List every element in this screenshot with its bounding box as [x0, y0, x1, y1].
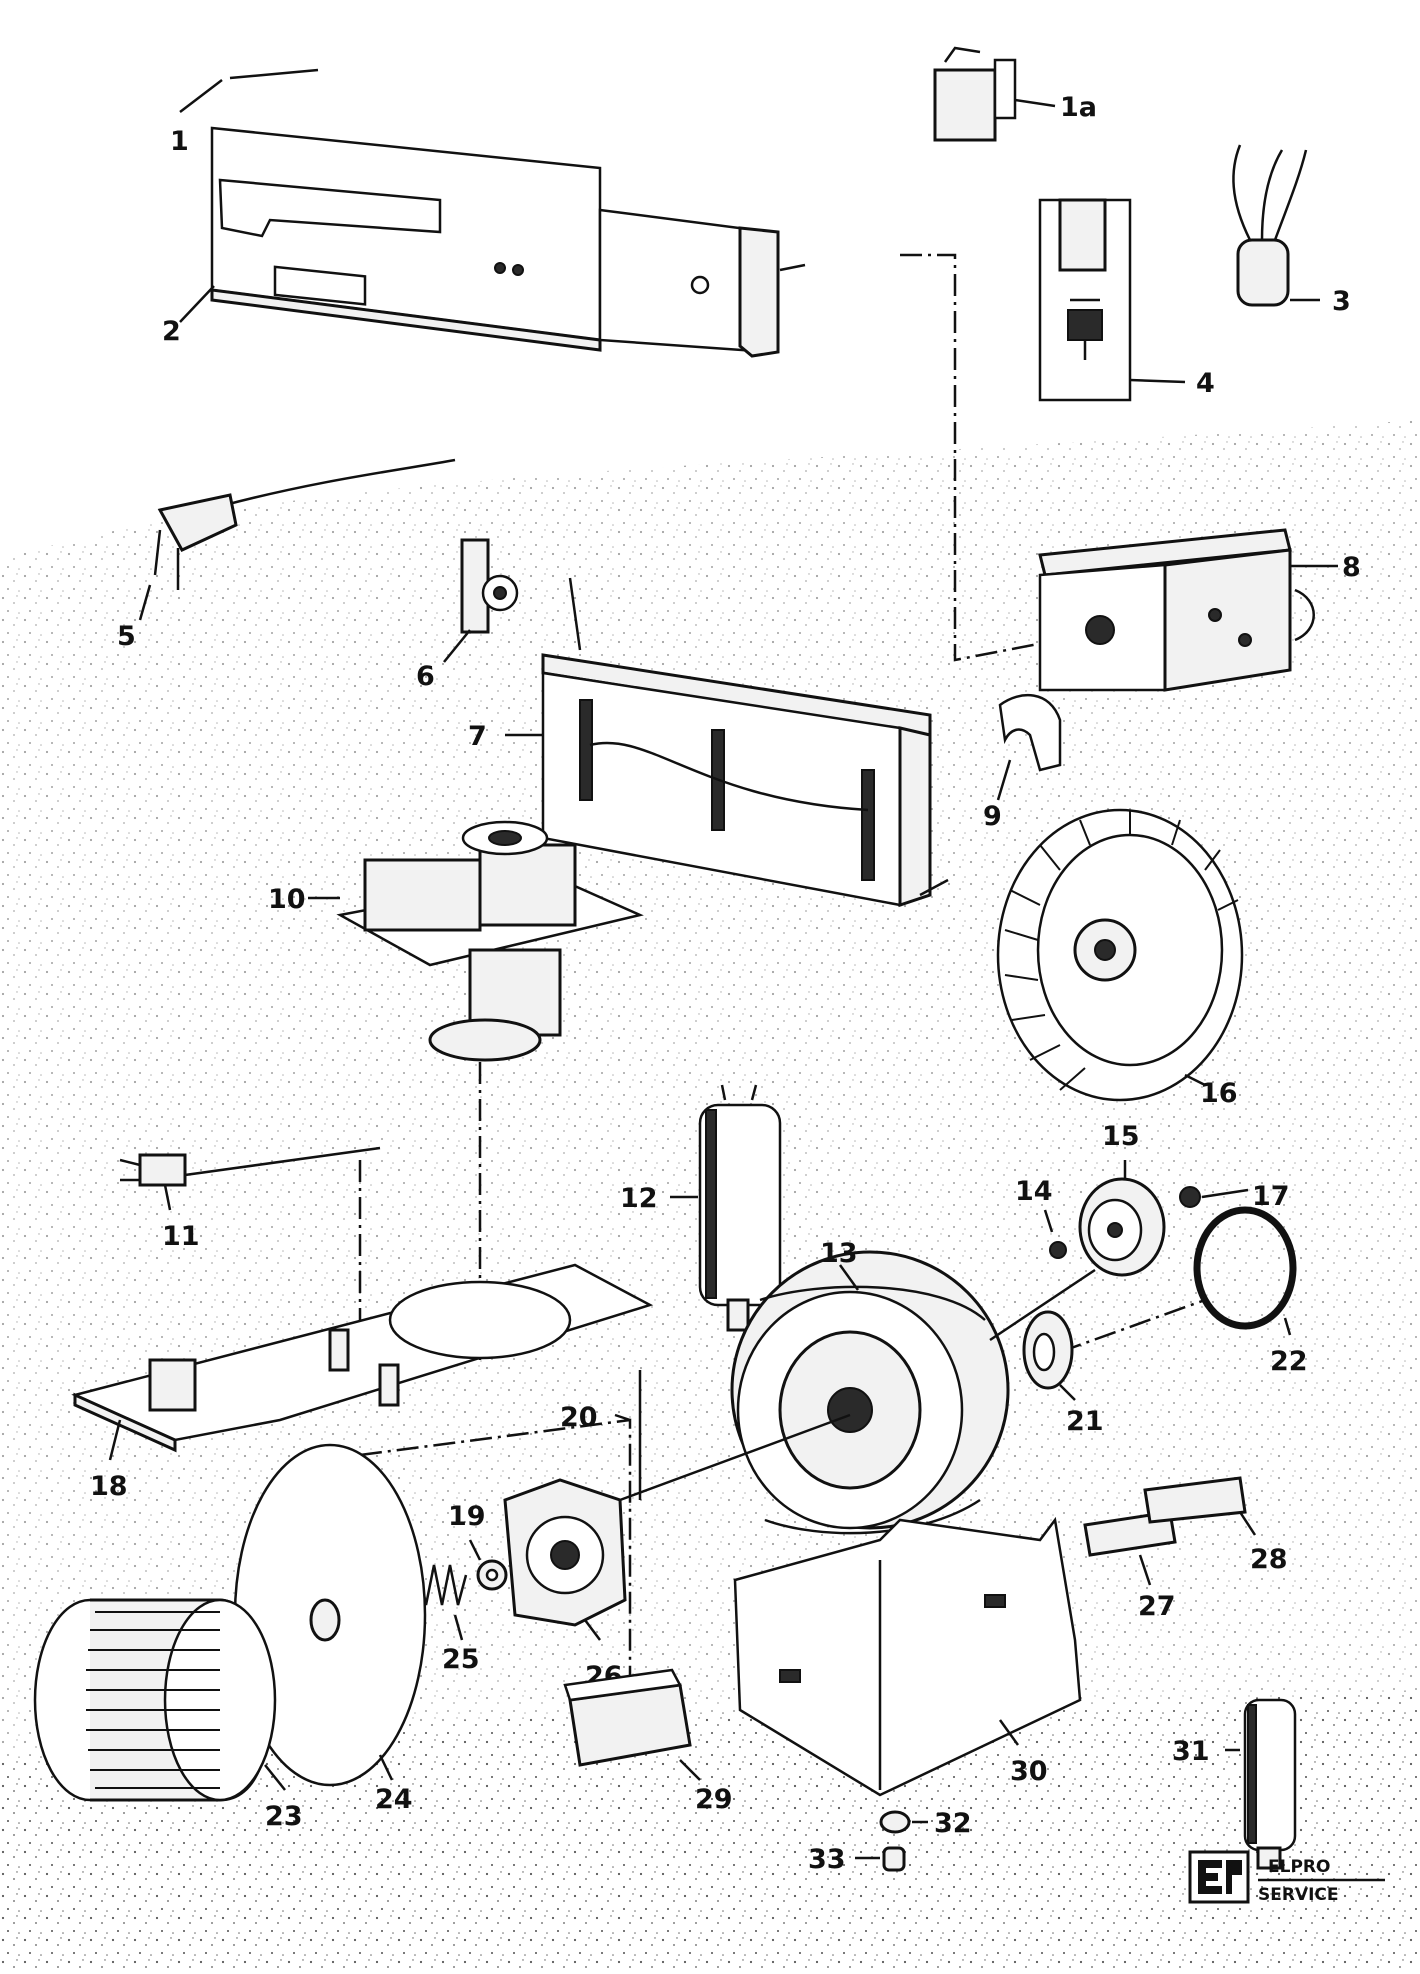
part-32-grommet: 32	[879, 1808, 972, 1839]
label-20: 20	[560, 1402, 598, 1433]
label-12: 12	[620, 1183, 658, 1214]
label-29: 29	[695, 1784, 733, 1815]
part-31-capacitor: 31	[1172, 1698, 1297, 1870]
part-9-clip: 9	[983, 693, 1062, 832]
part-7-wiring-box: 7	[468, 577, 949, 908]
label-22: 22	[1270, 1346, 1308, 1377]
label-2: 2	[162, 316, 181, 347]
label-25: 25	[442, 1644, 480, 1675]
part-22-belt-ring: 22	[1193, 1206, 1308, 1377]
part-18-base-plate: 18	[71, 1263, 654, 1502]
label-4: 4	[1196, 368, 1215, 399]
part-25-spring: 25	[408, 1560, 480, 1675]
part-33-bushing: 33	[808, 1844, 906, 1875]
part-8-program-timer: 8	[1038, 528, 1361, 692]
label-1: 1	[170, 126, 189, 157]
part-5-mains-plug: 5	[117, 458, 456, 652]
label-14: 14	[1015, 1176, 1053, 1207]
label-19: 19	[448, 1501, 486, 1532]
label-11: 11	[162, 1221, 200, 1252]
part-30-motor-bracket: 30	[733, 1516, 1082, 1797]
label-8: 8	[1342, 552, 1361, 583]
label-17: 17	[1252, 1181, 1290, 1212]
label-9: 9	[983, 801, 1002, 832]
label-6: 6	[416, 661, 435, 692]
part-28-connector: 28	[1143, 1476, 1288, 1575]
label-33: 33	[808, 1844, 846, 1875]
part-17-nut: 17	[1179, 1181, 1290, 1212]
logo-line-1: ELPRO	[1268, 1857, 1330, 1877]
part-1-wire-link: 1	[170, 68, 319, 157]
part-11-lever-switch: 11	[119, 1146, 381, 1252]
part-29-terminal-block: 29	[563, 1668, 733, 1815]
label-7: 7	[468, 721, 487, 752]
part-1a-switch: 1a	[933, 46, 1097, 142]
label-30: 30	[1010, 1756, 1048, 1787]
label-5: 5	[117, 621, 136, 652]
label-18: 18	[90, 1471, 128, 1502]
logo-line-2: SERVICE	[1258, 1885, 1339, 1905]
part-13-main-motor: 13	[619, 1238, 1096, 1535]
elpro-service-logo: ELPRO SERVICE	[1188, 1850, 1385, 1905]
label-16: 16	[1200, 1078, 1238, 1109]
label-28: 28	[1250, 1544, 1288, 1575]
label-31: 31	[1172, 1736, 1210, 1767]
part-20-rod: 20	[560, 1370, 642, 1500]
label-27: 27	[1138, 1591, 1176, 1622]
label-3: 3	[1332, 286, 1351, 317]
label-21: 21	[1066, 1406, 1104, 1437]
part-23-blower-wheel: 23	[33, 1598, 303, 1832]
part-6-switch: 6	[416, 538, 519, 692]
part-4-thermostat: 4	[1038, 198, 1215, 402]
label-13: 13	[820, 1238, 858, 1269]
label-15: 15	[1102, 1121, 1140, 1152]
part-26-bearing-housing: 26	[503, 1478, 627, 1692]
part-14-nut: 14	[1015, 1176, 1067, 1259]
label-10: 10	[268, 884, 306, 915]
part-10-pump-motor: 10	[268, 820, 644, 1062]
assembly-line-motor-axis	[1059, 1298, 1206, 1354]
part-16-fan-wheel: 16	[996, 808, 1244, 1109]
part-15-pulley: 15	[1078, 1121, 1166, 1277]
label-24: 24	[375, 1784, 413, 1815]
label-32: 32	[934, 1808, 972, 1839]
part-21-washer: 21	[1022, 1310, 1104, 1437]
assembly-line-panel-timer	[900, 253, 1086, 662]
part-12-capacitor: 12	[620, 1084, 782, 1332]
part-19-washer: 19	[448, 1501, 508, 1591]
label-23: 23	[265, 1801, 303, 1832]
part-2-control-panel: 2	[162, 126, 806, 358]
label-1a: 1a	[1060, 92, 1097, 123]
part-3-cable-bushing: 3	[1232, 144, 1351, 317]
